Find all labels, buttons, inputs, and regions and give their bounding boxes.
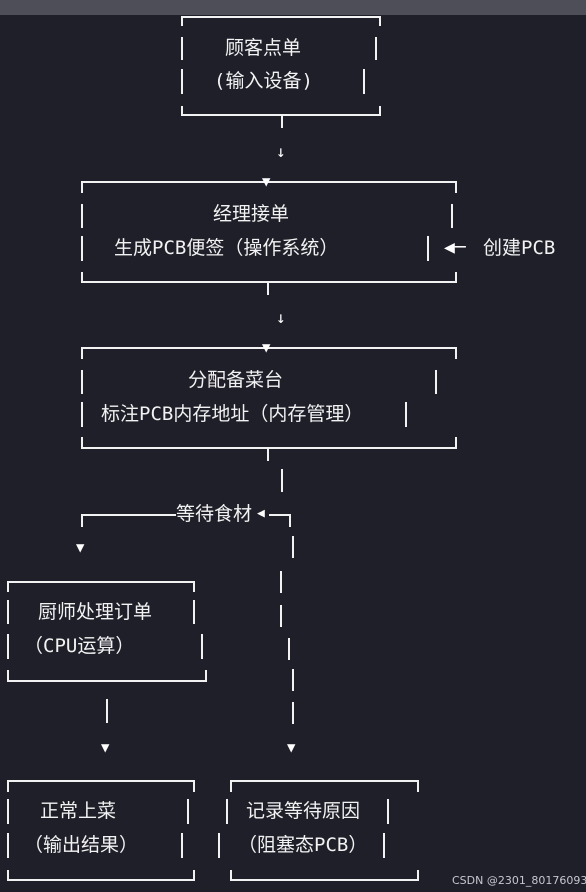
wait-ingredients-label: 等待食材	[176, 503, 253, 525]
node-chef-border	[7, 581, 207, 682]
down-arrow-icon: ↓	[276, 142, 286, 161]
down-arrow-icon: ↓	[276, 308, 286, 327]
node-order-subtitle: (输入设备)	[214, 70, 313, 92]
down-triangle-icon: ▼	[262, 340, 271, 356]
node-record-border	[218, 780, 419, 881]
node-order-border	[181, 16, 381, 116]
node-assign-title: 分配备菜台	[188, 369, 284, 391]
node-serve-border	[7, 780, 195, 881]
node-record-subtitle: （阻塞态PCB）	[238, 834, 368, 856]
down-triangle-icon: ▼	[101, 740, 110, 756]
left-arrow-icon: ◀─	[444, 237, 466, 258]
down-triangle-icon: ▼	[76, 540, 85, 556]
down-triangle-icon: ▼	[287, 740, 296, 756]
node-chef-title: 厨师处理订单	[38, 601, 153, 623]
node-assign-subtitle: 标注PCB内存地址（内存管理）	[101, 403, 364, 425]
node-serve-title: 正常上菜	[40, 800, 117, 822]
node-manager-border	[81, 181, 457, 283]
down-triangle-icon: ▼	[262, 174, 271, 190]
node-chef-subtitle: （CPU运算）	[24, 635, 135, 657]
node-record-title: 记录等待原因	[246, 800, 361, 822]
create-pcb-label: 创建PCB	[483, 237, 556, 259]
node-order-title: 顾客点单	[225, 37, 302, 59]
node-manager-subtitle: 生成PCB便签（操作系统）	[114, 237, 339, 259]
node-manager-title: 经理接单	[213, 203, 290, 225]
node-assign-border	[81, 347, 457, 449]
dashed-right-column	[280, 536, 294, 724]
branch-left-line	[81, 514, 176, 527]
node-serve-subtitle: （输出结果）	[24, 834, 139, 856]
window-top-bar	[0, 0, 586, 15]
left-triangle-icon: ◀	[257, 506, 265, 521]
watermark: CSDN @2301_80176093	[452, 874, 586, 887]
branch-right-line	[269, 514, 291, 527]
